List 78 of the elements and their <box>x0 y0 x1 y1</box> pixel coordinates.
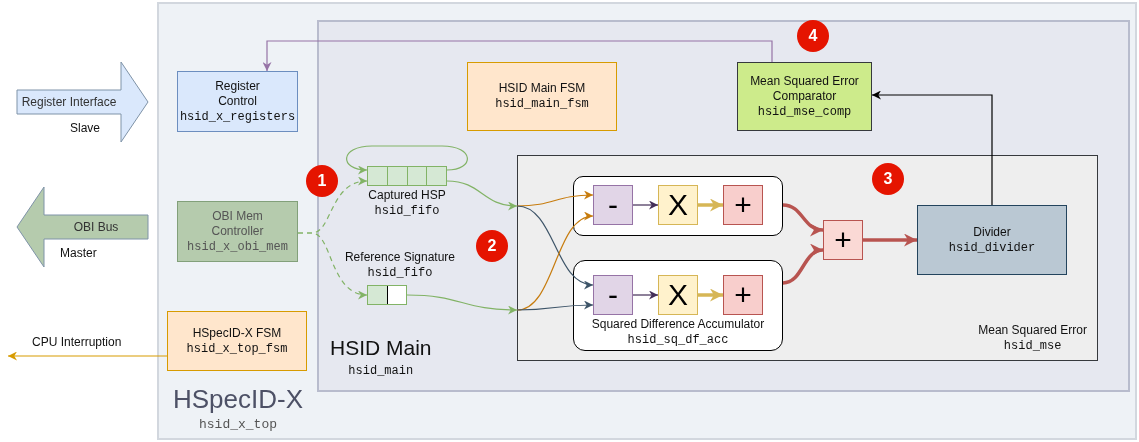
arrow <box>871 90 993 206</box>
module-label: Divider <box>973 224 1011 240</box>
fifo-label: Reference Signature <box>344 250 456 265</box>
module-name: hsid_fifo <box>367 265 433 281</box>
operator-symbol: + <box>734 190 752 220</box>
operator-box <box>723 185 763 225</box>
arrow <box>698 288 723 302</box>
bus-role-label: Slave <box>70 120 101 137</box>
module-label: Register Control <box>214 78 261 109</box>
module-box <box>167 311 307 371</box>
arrow <box>632 290 659 300</box>
arrow <box>782 245 824 285</box>
arrow <box>346 145 468 174</box>
step-badge <box>872 163 904 195</box>
container-title: HSpecID-X <box>173 382 304 415</box>
accumulator-label: Squared Difference Accumulator <box>591 317 765 332</box>
fifo-label: Captured HSP <box>368 188 446 203</box>
module-container <box>317 20 1130 392</box>
module-name: hsid_main <box>348 363 414 380</box>
arrow <box>7 351 168 361</box>
arrow <box>516 300 594 311</box>
module-name: hsid_sq_df_acc <box>627 332 729 348</box>
arrow <box>782 203 824 236</box>
step-number: 4 <box>808 28 818 44</box>
operator-box <box>723 275 763 315</box>
module-container <box>157 2 1137 440</box>
operator-box <box>593 185 633 225</box>
accumulator-box <box>573 176 783 236</box>
adder-box <box>823 220 863 260</box>
step-number: 3 <box>883 171 893 187</box>
module-name: hsid_main_fsm <box>495 96 589 112</box>
arrow <box>863 233 917 247</box>
operator-box <box>658 185 698 225</box>
arrow <box>632 200 659 210</box>
block-arrow <box>16 186 149 268</box>
module-name: hsid_x_top_fsm <box>186 340 288 357</box>
module-name: hsid_x_top <box>199 415 278 434</box>
module-name: hsid_mse_comp <box>757 103 852 120</box>
step-badge <box>306 165 338 197</box>
module-name: hsid_fifo <box>374 203 440 219</box>
module-box <box>177 71 298 132</box>
module-name: hsid_x_obi_mem <box>187 238 288 255</box>
operator-symbol: - <box>608 190 618 220</box>
step-badge <box>797 20 829 52</box>
operator-box <box>593 275 633 315</box>
accumulator-box <box>573 260 783 351</box>
module-box <box>177 201 298 262</box>
module-box <box>737 62 872 131</box>
module-label: HSID Main FSM <box>498 81 586 96</box>
step-number: 1 <box>317 173 327 189</box>
container-title: HSID Main <box>330 335 432 361</box>
module-box <box>467 62 617 131</box>
step-number: 2 <box>487 238 497 254</box>
operator-symbol: X <box>668 190 688 220</box>
module-container <box>517 155 1098 361</box>
step-badge <box>476 230 508 262</box>
arrow <box>297 232 368 299</box>
module-label: OBI Mem Controller <box>210 208 265 239</box>
container-title: Mean Squared Error <box>978 323 1087 338</box>
bus-role-label: Master <box>60 245 97 262</box>
operator-box <box>658 275 698 315</box>
module-label: HSpecID-X FSM <box>192 325 282 341</box>
module-name: hsid_x_registers <box>179 108 296 125</box>
operator-symbol: X <box>668 280 688 310</box>
operator-symbol: - <box>608 280 618 310</box>
arrow-label: Register Interface <box>21 94 117 111</box>
arrow <box>406 294 518 315</box>
operator-symbol: + <box>834 225 852 255</box>
arrow-label: OBI Bus <box>73 219 119 236</box>
arrow <box>516 205 594 288</box>
arrow <box>698 198 723 212</box>
arrow <box>262 40 773 72</box>
module-name: hsid_mse <box>1003 338 1062 354</box>
operator-symbol: + <box>734 280 752 310</box>
arrow <box>516 190 594 207</box>
module-name: hsid_divider <box>948 239 1036 256</box>
arrow <box>446 180 518 210</box>
block-arrow <box>16 61 149 143</box>
